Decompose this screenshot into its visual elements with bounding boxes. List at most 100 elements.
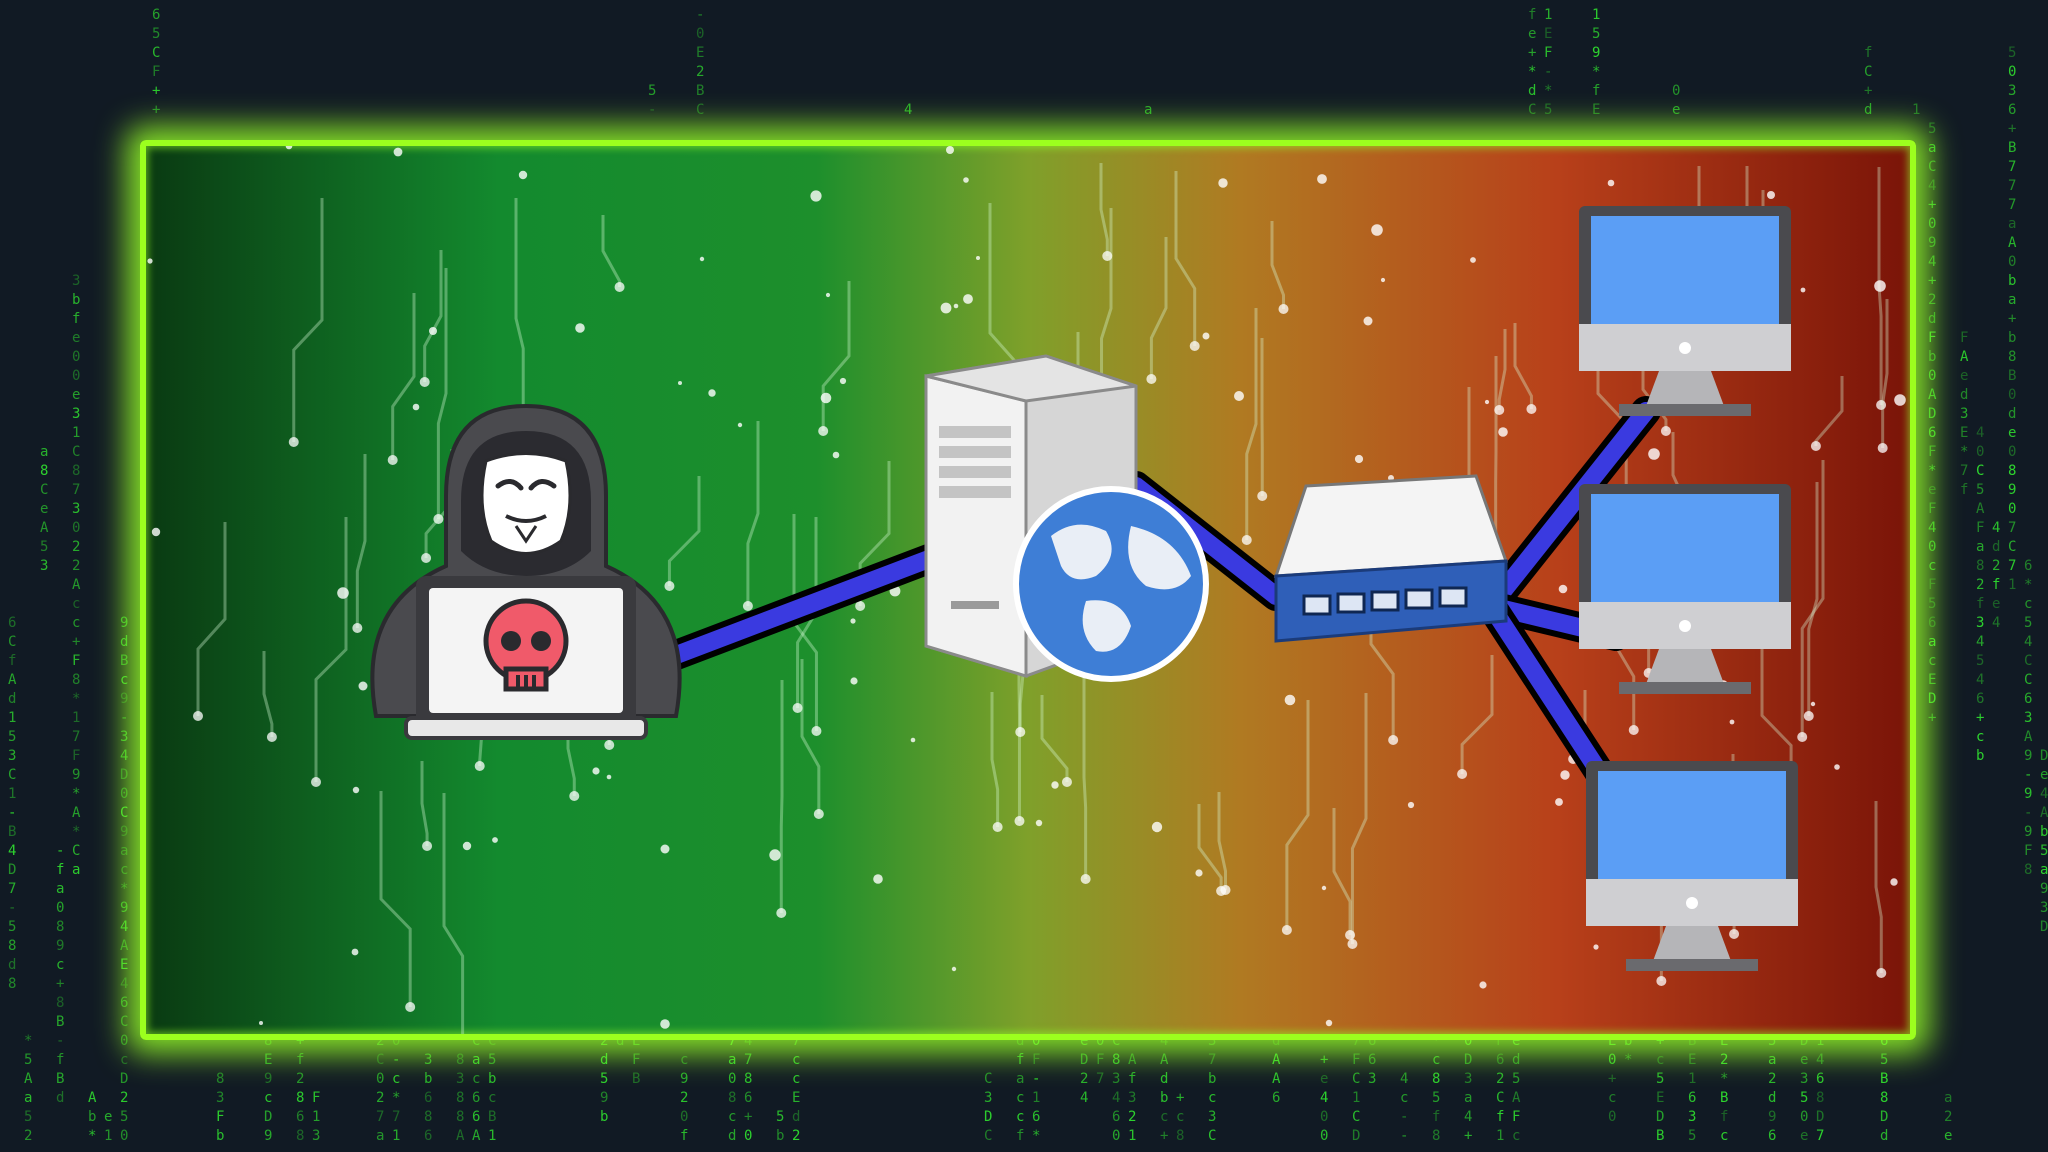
matrix-glyph: 8 [296,1128,304,1144]
matrix-glyph: 1 [1592,7,1600,23]
matrix-glyph: d [1272,1033,1280,1049]
matrix-glyph: F [216,1109,224,1125]
circuit-node [419,377,430,387]
glow-dot [1380,277,1386,283]
matrix-glyph: 0 [376,1071,384,1087]
glow-dot [1890,878,1898,886]
matrix-glyph: e [1800,1128,1808,1144]
matrix-glyph: E [1608,1033,1616,1049]
matrix-glyph: 7 [1816,1128,1824,1144]
matrix-glyph: 5 [1928,596,1936,612]
matrix-glyph: a [2008,216,2016,232]
matrix-glyph: B [8,824,16,840]
circuit-node [311,777,322,787]
matrix-glyph: 4 [120,976,128,992]
glow-dot [1284,694,1296,706]
matrix-glyph: f [1992,577,2000,593]
matrix-glyph: f [296,1052,304,1068]
circuit-node [288,437,299,447]
matrix-glyph: C [2024,653,2032,669]
matrix-glyph: 3 [1368,1071,1376,1087]
matrix-glyph: C [72,444,80,460]
matrix-glyph: 9 [264,1071,272,1087]
matrix-glyph: * [1592,64,1600,80]
matrix-glyph: 6 [1112,1109,1120,1125]
matrix-glyph: F [1544,45,1552,61]
matrix-glyph: F [1928,444,1936,460]
matrix-glyph: 1 [1912,102,1920,118]
circuit-trace [1197,804,1223,891]
matrix-glyph: 3 [1960,406,1968,422]
circuit-trace [391,293,416,460]
glow-dot [352,786,360,794]
glow-dot [1729,719,1735,725]
matrix-glyph: C [2024,672,2032,688]
circuit-trace [1814,376,1844,446]
matrix-glyph: F [312,1090,320,1106]
matrix-glyph: 3 [2040,900,2048,916]
matrix-glyph: a [376,1128,384,1144]
matrix-glyph: 0 [120,1128,128,1144]
matrix-glyph: 9 [2008,482,2016,498]
circuit-node [1080,874,1091,884]
glow-dot [358,681,368,691]
matrix-glyph: 9 [600,1090,608,1106]
matrix-glyph: + [1928,273,1936,289]
circuit-trace [1874,801,1883,973]
matrix-glyph: C [984,1128,992,1144]
glow-dot [1151,821,1163,833]
matrix-glyph: + [1928,197,1936,213]
glow-dot [953,303,959,309]
circuit-node [1345,930,1356,940]
matrix-glyph: B [120,653,128,669]
matrix-glyph: C [984,1071,992,1087]
matrix-glyph: * [72,691,80,707]
matrix-glyph: e [1928,482,1936,498]
glow-dot [575,323,585,333]
matrix-glyph: 6 [2024,558,2032,574]
monitor-icon [1579,206,1791,416]
matrix-glyph: 4 [1112,1090,1120,1106]
matrix-glyph: B [2008,368,2016,384]
matrix-glyph: b [2008,273,2016,289]
matrix-glyph: 2 [1080,1071,1088,1087]
matrix-glyph: 5 [776,1109,784,1125]
matrix-glyph: f [1960,482,1968,498]
matrix-glyph: - [1032,1071,1040,1087]
circuit-node [1876,400,1887,410]
matrix-glyph: 7 [744,1052,752,1068]
matrix-glyph: E [1960,425,1968,441]
matrix-glyph: + [2008,311,2016,327]
matrix-glyph: + [1864,83,1872,99]
matrix-glyph: + [1608,1071,1616,1087]
matrix-glyph: b [1976,748,1984,764]
matrix-glyph: A [120,938,129,954]
matrix-glyph: + [1928,710,1936,726]
matrix-glyph: 3 [1208,1033,1216,1049]
matrix-glyph: E [1592,102,1600,118]
matrix-glyph: 9 [72,767,80,783]
matrix-glyph: D [1800,1033,1808,1049]
matrix-glyph: A [8,672,17,688]
matrix-glyph: 7 [1352,1033,1360,1049]
matrix-glyph: 0 [120,786,128,802]
matrix-glyph: d [600,1052,608,1068]
matrix-glyph: * [1544,83,1552,99]
glow-dot [1498,427,1508,437]
matrix-glyph: 6 [2008,102,2016,118]
circuit-node [433,514,444,524]
matrix-glyph: c [1720,1128,1728,1144]
matrix-glyph: 8 [56,919,64,935]
matrix-glyph: 3 [72,273,80,289]
matrix-glyph: c [1928,653,1936,669]
link-switch-pc1-fill [1482,402,1655,615]
matrix-glyph: C [2008,539,2016,555]
circuit-node [1241,535,1252,545]
matrix-glyph: 9 [2024,786,2032,802]
matrix-glyph: e [2040,767,2048,783]
matrix-glyph: - [392,1052,400,1068]
matrix-glyph: 5 [1800,1090,1808,1106]
matrix-glyph: * [2024,577,2032,593]
matrix-glyph: B [56,1014,64,1030]
matrix-glyph: 0 [2008,444,2016,460]
